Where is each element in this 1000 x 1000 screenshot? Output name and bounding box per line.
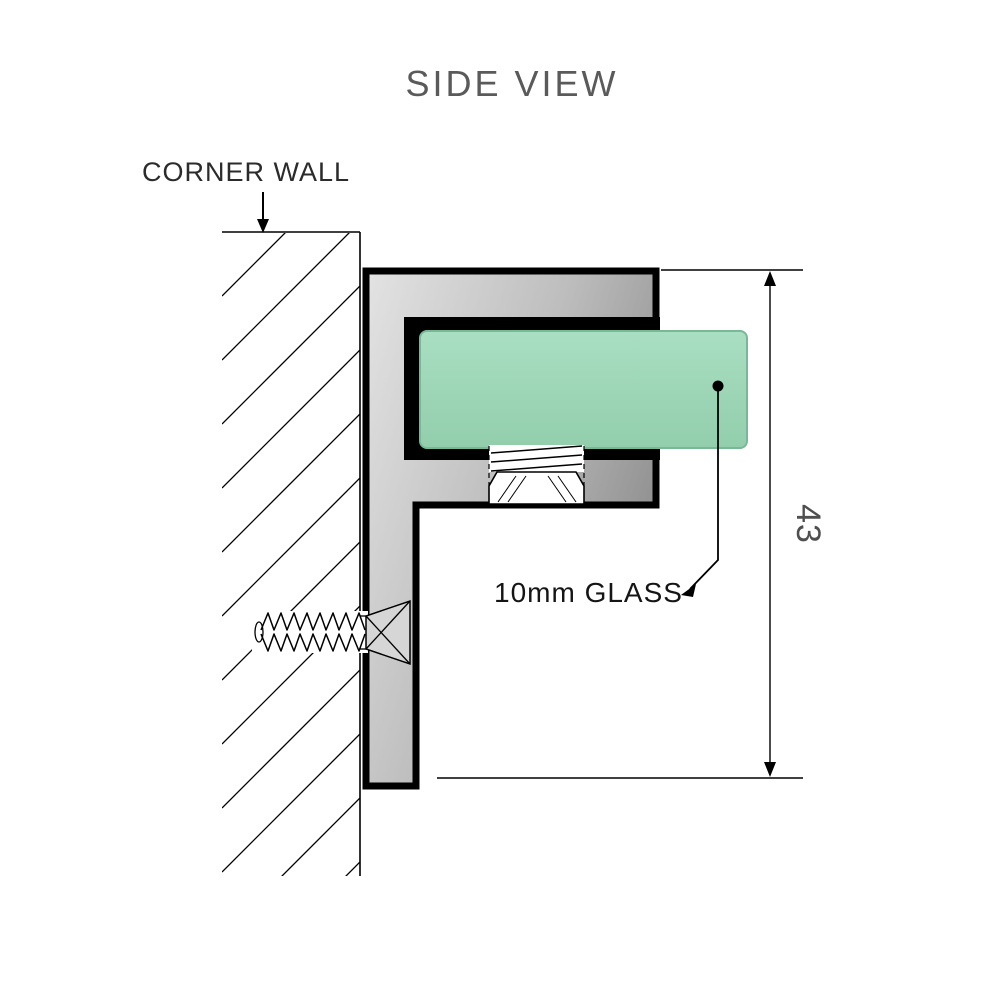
glass-label: 10mm GLASS [494,577,683,608]
corner-wall-label: CORNER WALL [142,157,350,187]
grub-screw-thread-1 [490,445,583,454]
glass-callout: 10mm GLASS [494,380,724,608]
wall [222,231,361,876]
grub-screw-hatch [497,475,577,503]
glass-leader-dot-icon [712,380,724,392]
grub-screw-cup [488,471,585,505]
wall-screw-threads-top [260,612,366,631]
diagram-title: SIDE VIEW [405,63,618,104]
wall-hatching [222,233,360,876]
grub-screw-thread-2 [490,454,583,463]
dimension-arrowhead-bottom-icon [764,762,776,777]
dimension-43: 43 [437,269,827,779]
glass-leader-line [689,391,719,590]
grub-screw [488,445,585,505]
wall-screw-head-cross-1 [365,615,411,665]
corner-wall-callout: CORNER WALL [142,157,350,233]
dimension-arrowhead-top-icon [764,271,776,286]
dimension-value: 43 [789,504,827,544]
glass-panel [419,330,748,449]
wall-screw-head-cross-2 [365,600,411,650]
wall-screw [252,599,411,666]
wall-screw-threads-bottom [260,633,366,652]
glass-leader-arrowhead-icon [681,584,696,597]
wall-screw-tip [254,621,264,643]
wall-screw-backing [252,611,368,653]
grub-screw-thread-3 [490,463,583,472]
corner-wall-arrowhead-icon [257,219,269,233]
